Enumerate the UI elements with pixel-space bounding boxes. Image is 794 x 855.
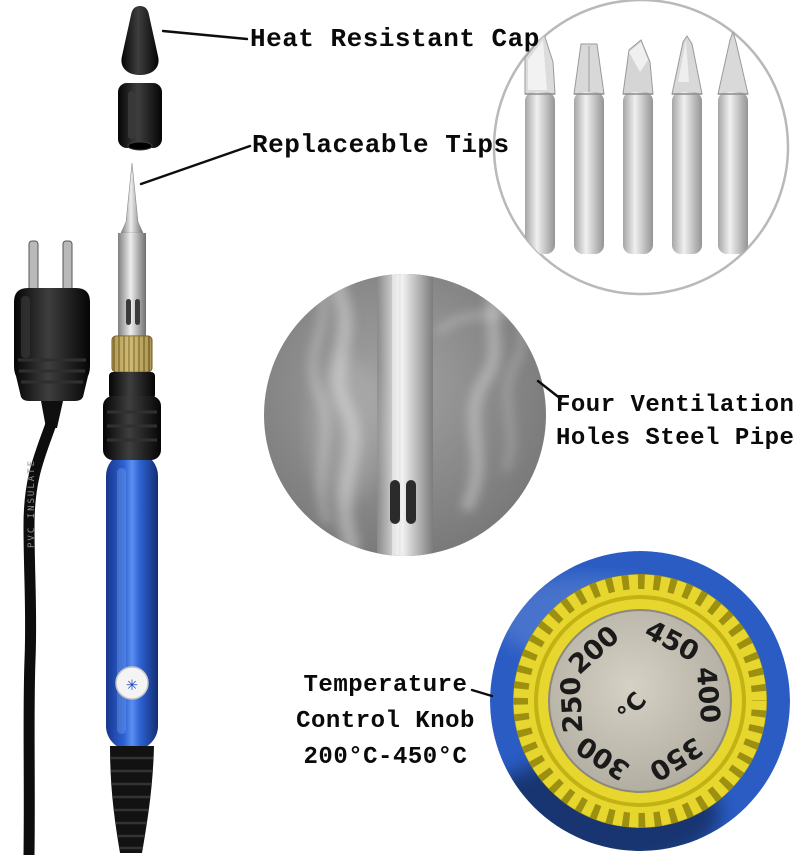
tip-chisel (573, 43, 605, 254)
collar (109, 372, 155, 399)
cable-marking: PVC INSULATE (27, 459, 37, 548)
cap-sleeve (118, 83, 162, 148)
brand-logo (115, 666, 149, 700)
temperature-label-line1: Temperature (303, 672, 468, 699)
barrel-vent-hole (135, 299, 140, 325)
callout-line-ventilation (536, 379, 563, 401)
brand-logo-icon: ✳ (126, 674, 137, 696)
ventilation-label-line2: Holes Steel Pipe (556, 425, 794, 452)
plug-highlight (21, 296, 30, 358)
ventilation-label-line1: Four Ventilation (556, 392, 794, 419)
heat-cap-label: Heat Resistant Cap (250, 24, 540, 54)
pipe-vent-hole (406, 480, 416, 524)
knob-inset: 200 250 300 350 400 450 °C (490, 551, 790, 851)
temperature-label-line2: Control Knob (296, 708, 475, 735)
pipe-vent-hole (390, 480, 400, 524)
temperature-label-line3: 200°C-450°C (303, 744, 468, 771)
cap-cone (121, 6, 159, 75)
knob-gear-teeth (513, 574, 767, 828)
ventilation-label: Four Ventilation Holes Steel Pipe (556, 389, 794, 455)
power-plug (14, 240, 90, 428)
knob-value-250: 250 (556, 676, 590, 734)
plug-prong (28, 240, 39, 294)
steel-pipe (377, 274, 433, 556)
soldering-iron: ✳ (103, 162, 161, 853)
heat-resistant-cap (118, 6, 162, 151)
callout-line-tips (139, 144, 252, 186)
iron-barrel (118, 233, 146, 336)
plug-prong (62, 240, 73, 294)
callout-line-temperature (470, 688, 494, 698)
strain-relief (110, 746, 154, 853)
tip-flat-point (671, 35, 703, 254)
plug-body (14, 288, 90, 401)
grip (103, 396, 161, 460)
iron-tip (120, 162, 144, 234)
power-cable (23, 418, 57, 855)
blue-handle (106, 452, 158, 750)
temperature-label: Temperature Control Knob 200°C-450°C (283, 668, 488, 776)
smoke (308, 274, 533, 553)
callout-lines (139, 29, 563, 698)
barrel-vent-hole (126, 299, 131, 325)
cap-opening (127, 141, 153, 151)
tip-bevel (622, 39, 654, 254)
tip-conical (717, 30, 749, 254)
replaceable-tips-label: Replaceable Tips (252, 130, 510, 160)
knob-value-400: 400 (690, 666, 726, 725)
ventilation-inset (264, 274, 546, 556)
tip-knife (524, 32, 556, 254)
knob-face (548, 609, 732, 793)
tips-inset (492, 0, 790, 296)
callout-line-heat-cap (161, 29, 249, 41)
